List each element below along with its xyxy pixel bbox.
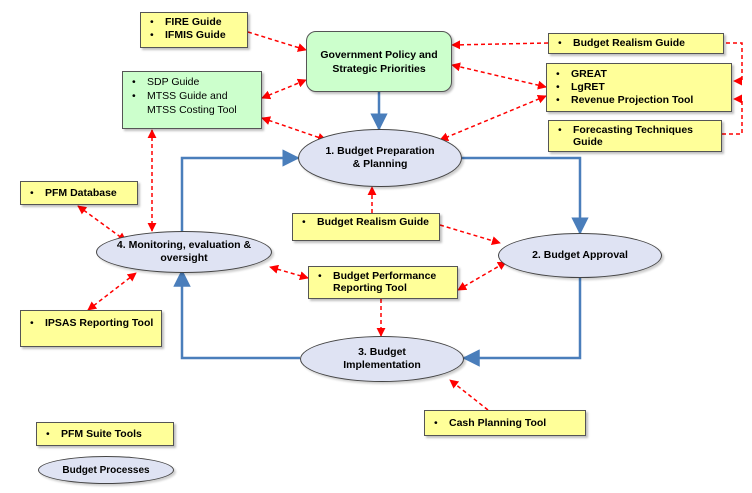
link-ipsas-monitoring bbox=[87, 272, 137, 311]
revenue-projection-tool-item: Revenue Projection Tool bbox=[555, 94, 725, 107]
sdp-guide-item: SDP Guide bbox=[131, 75, 255, 89]
cash-planning-tool-box: Cash Planning Tool bbox=[424, 410, 586, 436]
fire-guide-item: FIRE Guide bbox=[149, 16, 241, 29]
link-budget-realism-to-policy bbox=[451, 40, 549, 50]
great-lgret-revenue-box: GREAT LgRET Revenue Projection Tool bbox=[546, 63, 732, 112]
process-budget-approval-label: 2. Budget Approval bbox=[532, 249, 628, 261]
lgret-item: LgRET bbox=[555, 81, 725, 94]
legend-budget-processes: Budget Processes bbox=[38, 456, 174, 484]
link-realism-to-approval bbox=[439, 224, 501, 245]
link-forecasting-to-great bbox=[722, 94, 743, 135]
great-item: GREAT bbox=[555, 68, 725, 81]
process-budget-preparation: 1. Budget Preparation & Planning bbox=[298, 129, 462, 187]
link-pfm-db-monitoring bbox=[77, 205, 127, 242]
fire-ifmis-guide-box: FIRE Guide IFMIS Guide bbox=[140, 12, 248, 48]
link-great-preparation bbox=[439, 94, 547, 142]
budget-realism-guide-mid-box: Budget Realism Guide bbox=[292, 213, 440, 241]
budget-realism-guide-top-item: Budget Realism Guide bbox=[557, 37, 717, 50]
link-bpr-monitoring bbox=[269, 264, 309, 281]
legend-pfm-suite-tools-label: PFM Suite Tools bbox=[45, 428, 167, 441]
process-monitoring-evaluation: 4. Monitoring, evaluation & oversight bbox=[96, 231, 272, 273]
arrow-preparation-to-approval bbox=[462, 156, 589, 235]
pfm-database-box: PFM Database bbox=[20, 181, 138, 205]
budget-realism-guide-mid-item: Budget Realism Guide bbox=[301, 216, 433, 228]
cash-planning-tool-item: Cash Planning Tool bbox=[433, 417, 579, 430]
government-policy-label: Government Policy and Strategic Prioriti… bbox=[320, 48, 438, 75]
arrow-implementation-to-monitoring bbox=[173, 269, 300, 360]
link-budget-realism-to-great bbox=[726, 42, 743, 86]
sdp-mtss-guide-box: SDP Guide MTSS Guide and MTSS Costing To… bbox=[122, 71, 262, 129]
process-budget-preparation-label: 1. Budget Preparation & Planning bbox=[325, 145, 435, 170]
budget-performance-reporting-tool-box: Budget Performance Reporting Tool bbox=[308, 266, 458, 299]
link-bpr-approval bbox=[457, 261, 507, 291]
link-sdp-policy bbox=[261, 78, 307, 100]
forecasting-techniques-guide-item: Forecasting Techniques Guide bbox=[557, 124, 715, 148]
ipsas-reporting-tool-item: IPSAS Reporting Tool bbox=[29, 316, 155, 330]
link-cash-to-implementation bbox=[449, 379, 489, 411]
budget-realism-guide-top-box: Budget Realism Guide bbox=[548, 33, 724, 54]
government-policy-node: Government Policy and Strategic Prioriti… bbox=[306, 31, 452, 92]
ifmis-guide-item: IFMIS Guide bbox=[149, 29, 241, 42]
forecasting-techniques-guide-box: Forecasting Techniques Guide bbox=[548, 120, 722, 152]
arrow-approval-to-implementation bbox=[462, 278, 582, 367]
ipsas-reporting-tool-box: IPSAS Reporting Tool bbox=[20, 310, 162, 347]
process-budget-implementation-label: 3. Budget Implementation bbox=[343, 346, 421, 371]
mtss-guide-item: MTSS Guide and MTSS Costing Tool bbox=[131, 89, 255, 117]
legend-budget-processes-label: Budget Processes bbox=[62, 464, 150, 476]
link-sdp-preparation bbox=[261, 116, 327, 142]
budget-performance-reporting-tool-item: Budget Performance Reporting Tool bbox=[317, 270, 451, 294]
process-monitoring-evaluation-label: 4. Monitoring, evaluation & oversight bbox=[116, 239, 252, 264]
link-great-policy bbox=[451, 62, 547, 90]
pfm-database-item: PFM Database bbox=[29, 187, 131, 200]
process-budget-implementation: 3. Budget Implementation bbox=[300, 336, 464, 382]
process-budget-approval: 2. Budget Approval bbox=[498, 233, 662, 278]
legend-pfm-suite-tools: PFM Suite Tools bbox=[36, 422, 174, 446]
link-fire-to-policy bbox=[247, 31, 307, 52]
arrow-monitoring-to-preparation bbox=[180, 149, 300, 233]
